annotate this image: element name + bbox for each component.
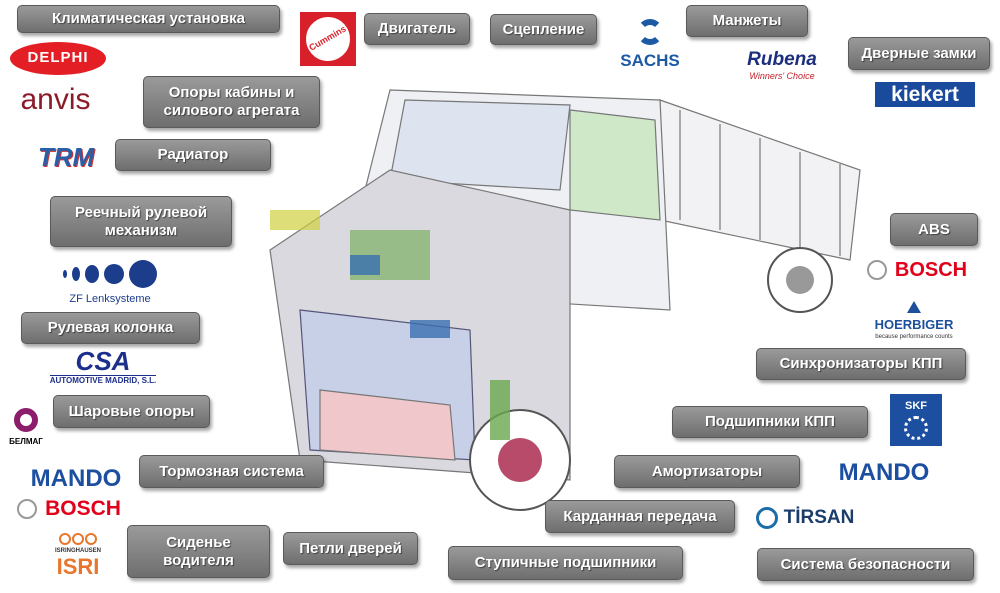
label-seals[interactable]: Манжеты <box>686 5 808 37</box>
sachs-swirl-icon <box>637 19 663 45</box>
label-steering-column[interactable]: Рулевая колонка <box>21 312 200 344</box>
anvis-logo: anvis <box>8 82 103 116</box>
label-climate[interactable]: Климатическая установка <box>17 5 280 33</box>
zf-text: ZF Lenksysteme <box>69 293 151 306</box>
bosch-text: BOSCH <box>45 497 121 521</box>
label-clutch[interactable]: Сцепление <box>490 14 597 45</box>
tirsan-text: TİRSAN <box>783 506 855 528</box>
sachs-text: SACHS <box>620 51 680 70</box>
bosch-text: BOSCH <box>894 259 968 281</box>
rubena-logo: Rubena Winners' Choice <box>730 47 834 83</box>
label-door-hinges[interactable]: Петли дверей <box>283 532 418 565</box>
isri-subtext: ISRINGHAUSEN <box>54 548 101 554</box>
kiekert-text: kiekert <box>891 82 959 106</box>
zf-dots-icon <box>63 260 157 289</box>
hoerbiger-text: HOERBIGER <box>874 316 954 332</box>
bosch-logo-left: BOSCH <box>14 496 124 522</box>
label-radiator[interactable]: Радиатор <box>115 139 271 171</box>
belmag-logo: БЕЛМАГ <box>3 400 49 454</box>
label-abs[interactable]: ABS <box>890 213 978 246</box>
delphi-logo: DELPHI <box>10 42 106 75</box>
kiekert-logo: kiekert <box>875 82 975 107</box>
csa-logo: CSA AUTOMOTIVE MADRID, S.L. <box>40 347 166 387</box>
bosch-armature-icon <box>866 260 887 280</box>
bosch-logo-right: BOSCH <box>862 256 972 284</box>
belmag-text: БЕЛМАГ <box>9 436 43 446</box>
belmag-lizard-icon <box>14 407 38 432</box>
label-door-locks[interactable]: Дверные замки <box>848 37 990 70</box>
csa-subtext: AUTOMOTIVE MADRID, S.L. <box>49 375 157 385</box>
label-driver-seat[interactable]: Сиденье водителя <box>127 525 270 578</box>
cummins-logo: Cummins <box>297 8 359 70</box>
cummins-text: Cummins <box>307 23 348 53</box>
isri-logo: ISRINGHAUSEN ISRI <box>46 529 110 583</box>
hoerbiger-icon <box>907 300 921 313</box>
mando-text: MANDO <box>30 464 122 492</box>
trm-text: TRM <box>37 141 95 172</box>
label-hub-bearings[interactable]: Ступичные подшипники <box>448 546 683 580</box>
label-safety-system[interactable]: Система безопасности <box>757 548 974 581</box>
label-engine[interactable]: Двигатель <box>364 13 470 45</box>
label-gearbox-bearings[interactable]: Подшипники КПП <box>672 406 868 438</box>
isri-text: ISRI <box>56 554 100 579</box>
bearing-icon <box>904 416 928 440</box>
skf-logo: SKF <box>890 394 942 446</box>
trm-logo: TRM <box>20 143 112 171</box>
label-steering-rack[interactable]: Реечный рулевой механизм <box>50 196 232 247</box>
mando-text: MANDO <box>838 458 930 486</box>
rubena-subtext: Winners' Choice <box>749 70 815 81</box>
truck-illustration <box>269 89 861 511</box>
mando-logo-left: MANDO <box>22 464 130 492</box>
label-cab-mounts[interactable]: Опоры кабины и силового агрегата <box>143 76 320 128</box>
zf-logo: ZF Lenksysteme <box>55 258 165 308</box>
csa-text: CSA <box>75 346 131 376</box>
label-synchronizers[interactable]: Синхронизаторы КПП <box>756 348 966 380</box>
label-shock-absorbers[interactable]: Амортизаторы <box>614 455 800 488</box>
rubena-text: Rubena <box>747 48 817 70</box>
hoerbiger-subtext: because performance counts <box>875 333 953 340</box>
label-brakes[interactable]: Тормозная система <box>139 455 324 488</box>
label-ball-joints[interactable]: Шаровые опоры <box>53 395 210 428</box>
isri-rings-icon <box>59 533 97 545</box>
delphi-text: DELPHI <box>27 49 89 67</box>
tirsan-icon <box>755 507 778 529</box>
label-driveshaft[interactable]: Карданная передача <box>545 500 735 533</box>
hoerbiger-logo: HOERBIGER because performance counts <box>862 296 966 346</box>
sachs-logo: SACHS <box>610 16 690 74</box>
bosch-armature-icon <box>17 499 38 519</box>
mando-logo-right: MANDO <box>829 458 939 486</box>
anvis-text: anvis <box>20 82 91 116</box>
skf-text: SKF <box>905 400 927 412</box>
tirsan-logo: TİRSAN <box>748 504 862 532</box>
